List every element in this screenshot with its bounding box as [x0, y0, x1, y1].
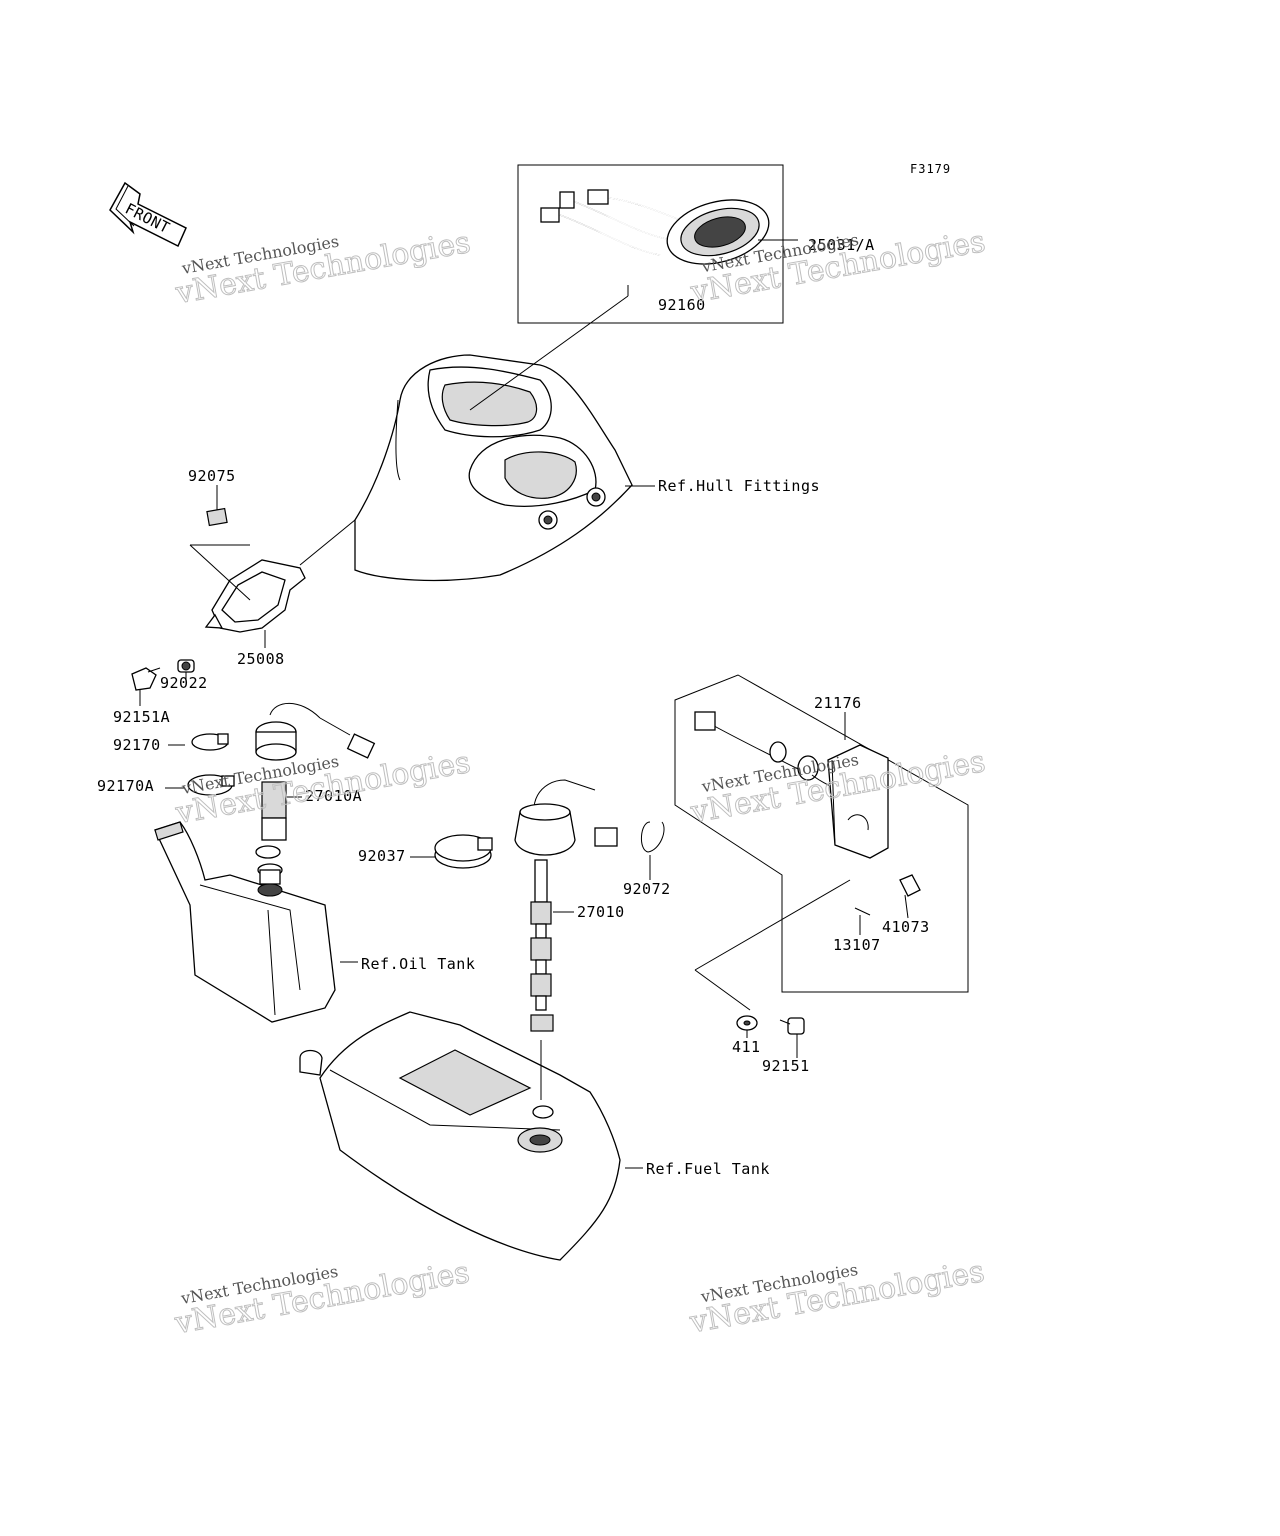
label-92022: 92022 [160, 674, 208, 692]
label-25008: 25008 [237, 650, 285, 668]
watermark-bottom-left: vNext Technologies vNext Technologies [171, 1255, 473, 1342]
nut-92022 [177, 659, 195, 680]
watermark-bottom-right: vNext Technologies vNext Technologies [686, 1254, 988, 1341]
hull-console [354, 354, 655, 582]
bolt-92151 [779, 1017, 805, 1058]
sensor-assembly-box [674, 674, 969, 993]
label-92151A: 92151A [113, 708, 170, 726]
figure-code: F3179 [910, 162, 951, 176]
label-92160: 92160 [658, 296, 706, 314]
washer-411 [694, 879, 851, 1038]
label-92151: 92151 [762, 1057, 810, 1075]
fuel-tank [299, 1011, 643, 1261]
label-92037: 92037 [358, 847, 406, 865]
leader-lines [165, 239, 909, 935]
label-ref-hull-fittings: Ref.Hull Fittings [658, 477, 820, 495]
tie-92072 [641, 821, 665, 853]
meter-assembly-box [517, 164, 784, 324]
label-92072: 92072 [623, 880, 671, 898]
fuel-level-sender [514, 779, 618, 1100]
bolt-92151A [131, 667, 161, 706]
label-13107: 13107 [833, 936, 881, 954]
meter-cover-25008 [189, 507, 356, 633]
label-41073: 41073 [882, 918, 930, 936]
label-25031A: 25031/A [808, 236, 875, 254]
clamp-92170A [187, 774, 235, 796]
label-92170: 92170 [113, 736, 161, 754]
oil-tank [154, 821, 358, 1023]
label-21176: 21176 [814, 694, 862, 712]
front-arrow-icon: FRONT [109, 181, 187, 248]
label-ref-oil-tank: Ref.Oil Tank [361, 955, 475, 973]
label-ref-fuel-tank: Ref.Fuel Tank [646, 1160, 770, 1178]
label-92075: 92075 [188, 467, 236, 485]
clamp-92037 [434, 834, 493, 869]
label-27010A: 27010A [305, 787, 362, 805]
watermark-top-left: vNext Technologies vNext Technologies [172, 224, 474, 311]
label-411: 411 [732, 1038, 761, 1056]
label-27010: 27010 [577, 903, 625, 921]
oil-level-sender [255, 702, 376, 859]
clamp-92170 [191, 733, 229, 751]
label-92170A: 92170A [97, 777, 154, 795]
